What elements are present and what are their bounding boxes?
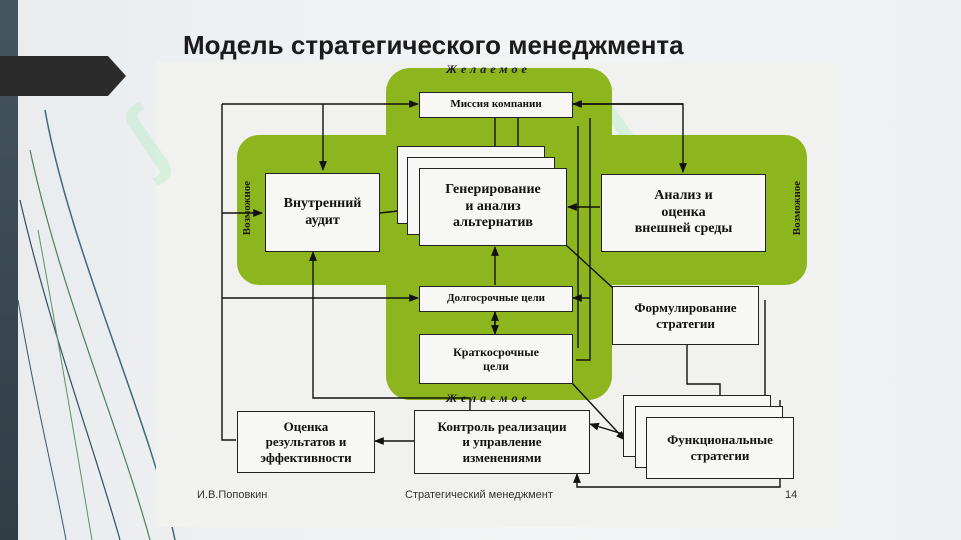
node-mission-label: Миссия компании (450, 98, 542, 111)
zone-label-possible-left: Возможное (241, 180, 254, 236)
node-environment-analysis: Анализ и оценка внешней среды (601, 174, 766, 252)
node-internal-audit-label: Внутренний аудит (283, 195, 362, 228)
node-strategy-formulation: Формулирование стратегии (612, 286, 759, 345)
node-alternatives: Генерирование и анализ альтернатив (419, 168, 567, 246)
slide-title: Модель стратегического менеджмента (183, 30, 684, 60)
node-alternatives-label: Генерирование и анализ альтернатив (445, 181, 541, 231)
node-results-evaluation-label: Оценка результатов и эффективности (260, 418, 352, 465)
footer-author: И.В.Поповкин (197, 489, 268, 501)
footer-page-number: 14 (785, 489, 798, 501)
node-mission: Миссия компании (419, 92, 573, 118)
title-arrow-shape (0, 56, 126, 96)
footer-course: Стратегический менеджмент (405, 489, 553, 501)
node-internal-audit: Внутренний аудит (265, 173, 380, 252)
node-short-term-goals: Краткосрочные цели (419, 334, 573, 384)
node-environment-analysis-label: Анализ и оценка внешней среды (634, 187, 733, 237)
node-control-implementation-label: Контроль реализации и управление изменен… (437, 418, 567, 465)
node-functional-strategies-label: Функциональные стратегии (667, 432, 773, 463)
node-long-term-goals-label: Долгосрочные цели (446, 292, 546, 305)
node-long-term-goals: Долгосрочные цели (419, 286, 573, 312)
zone-label-desired-bottom: Желаемое (446, 391, 531, 405)
node-strategy-formulation-label: Формулирование стратегии (634, 299, 737, 331)
node-functional-strategies: Функциональные стратегии (646, 417, 794, 479)
node-control-implementation: Контроль реализации и управление изменен… (414, 410, 590, 474)
left-decor-strip (0, 0, 18, 540)
zone-label-desired-top: Желаемое (446, 62, 531, 76)
zone-label-possible-right: Возможное (791, 180, 804, 236)
node-results-evaluation: Оценка результатов и эффективности (237, 411, 375, 473)
node-short-term-goals-label: Краткосрочные цели (453, 344, 539, 373)
